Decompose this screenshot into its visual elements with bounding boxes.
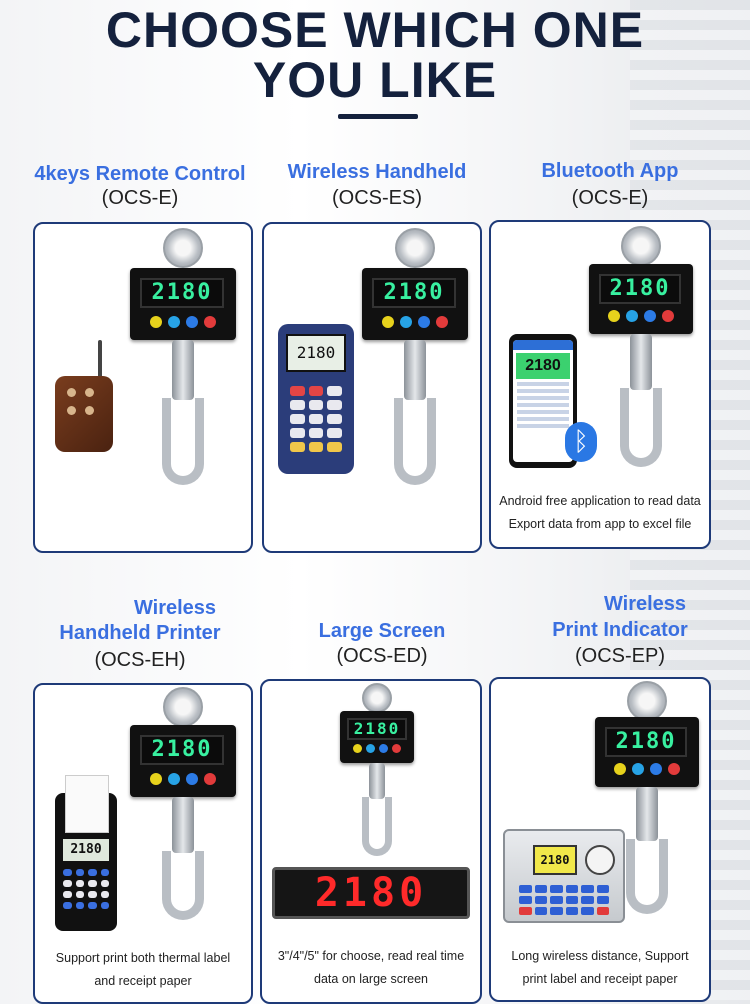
indicator-display: 2180 bbox=[533, 845, 577, 875]
product-6-card: 2180 2180 Long wireless distance, Suppor… bbox=[489, 677, 711, 1002]
remote-control-icon bbox=[55, 376, 113, 452]
product-2-card: 2180 2180 bbox=[262, 222, 482, 553]
headline-line1: CHOOSE WHICH ONE bbox=[105, 2, 645, 58]
product-1-card: 2180 bbox=[33, 222, 253, 553]
bluetooth-icon: ᛒ bbox=[565, 422, 597, 462]
product-4-code: (OCS-EH) bbox=[94, 649, 186, 671]
product-4-card: 2180 2180 Support print both thermal lab… bbox=[33, 683, 253, 1004]
crane-scale: 2180 bbox=[589, 226, 693, 476]
product-2-code: (OCS-ES) bbox=[332, 187, 422, 209]
crane-scale: 2180 bbox=[362, 228, 468, 498]
product-2-title: Wireless Handheld bbox=[287, 161, 467, 183]
printer-display: 2180 bbox=[63, 839, 109, 861]
app-weight-value: 2180 bbox=[516, 353, 570, 379]
handheld-display: 2180 bbox=[286, 334, 346, 372]
scale-display: 2180 bbox=[347, 718, 407, 740]
scale-display: 2180 bbox=[372, 278, 456, 308]
product-6-title-line1: Wireless bbox=[603, 593, 687, 615]
scale-display: 2180 bbox=[140, 735, 224, 765]
product-3-code: (OCS-E) bbox=[571, 187, 649, 209]
product-4-caption-line2: and receipt paper bbox=[94, 974, 192, 988]
handheld-printer-icon: 2180 bbox=[55, 775, 117, 931]
headline-underline bbox=[338, 114, 418, 119]
headline-line2: YOU LIKE bbox=[252, 52, 498, 108]
product-4-caption-line1: Support print both thermal label bbox=[55, 951, 231, 965]
smartphone-app-icon: 2180 bbox=[509, 334, 577, 468]
product-3-caption-line1: Android free application to read data bbox=[499, 494, 701, 508]
product-6-caption-line1: Long wireless distance, Support bbox=[511, 949, 689, 963]
crane-scale: 2180 bbox=[340, 683, 414, 863]
product-6-caption-line2: print label and receipt paper bbox=[522, 972, 678, 986]
print-indicator-icon: 2180 bbox=[503, 829, 625, 923]
wireless-handheld-icon: 2180 bbox=[278, 324, 354, 474]
crane-scale: 2180 bbox=[595, 681, 699, 921]
product-4-title-line2: Handheld Printer bbox=[59, 622, 221, 644]
product-5-caption-line2: data on large screen bbox=[314, 972, 428, 986]
product-5-title: Large Screen bbox=[318, 620, 446, 642]
product-6-title-line2: Print Indicator bbox=[552, 619, 688, 641]
product-5-card: 2180 2180 3"/4"/5" for choose, read real… bbox=[260, 679, 482, 1004]
large-screen-display: 2180 bbox=[272, 867, 470, 919]
product-1-title: 4keys Remote Control bbox=[34, 163, 246, 185]
product-3-title: Bluetooth App bbox=[541, 160, 679, 182]
scale-display: 2180 bbox=[599, 274, 681, 304]
product-3-card: 2180 2180 ᛒ Android free application to … bbox=[489, 220, 711, 549]
product-6-code: (OCS-EP) bbox=[575, 645, 665, 667]
product-5-code: (OCS-ED) bbox=[336, 645, 428, 667]
product-3-caption-line2: Export data from app to excel file bbox=[508, 517, 692, 531]
product-4-title-line1: Wireless bbox=[133, 597, 217, 619]
product-5-caption-line1: 3"/4"/5" for choose, read real time bbox=[277, 949, 465, 963]
product-1-code: (OCS-E) bbox=[101, 187, 179, 209]
crane-scale: 2180 bbox=[130, 228, 236, 498]
scale-display: 2180 bbox=[140, 278, 224, 308]
crane-scale: 2180 bbox=[130, 687, 236, 927]
scale-display: 2180 bbox=[605, 727, 687, 757]
